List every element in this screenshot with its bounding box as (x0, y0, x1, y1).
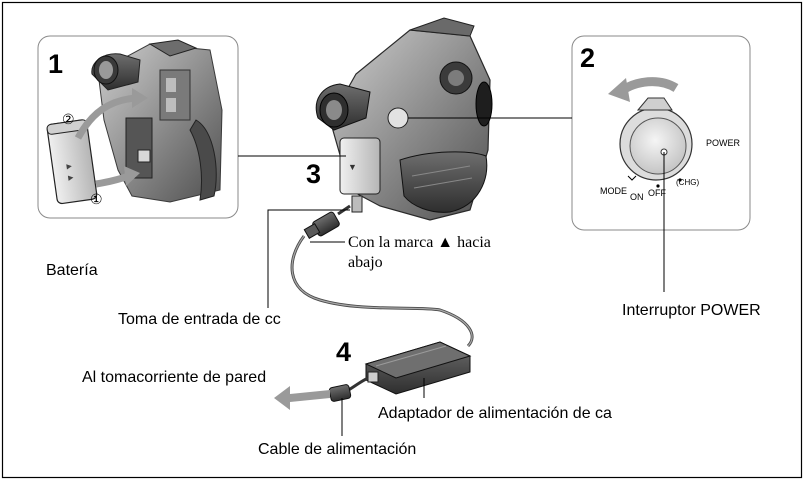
switch-off-text: OFF (648, 188, 666, 198)
svg-text:▲ ▲: ▲ ▲ (64, 161, 77, 183)
battery-insert-illustration: ▲ ▲ (46, 39, 223, 205)
switch-mode-text: MODE (600, 186, 627, 196)
to-wall-arrow (274, 386, 330, 410)
power-switch-illustration (608, 77, 693, 188)
ac-adapter-illustration (364, 341, 472, 395)
step-number-1: 1 (48, 49, 64, 79)
circled-marker-1: ① (90, 191, 103, 207)
leader-toma (267, 209, 350, 308)
ac-plug (328, 384, 352, 402)
dc-input-label: Toma de entrada de cc (118, 311, 281, 328)
switch-chg-text: (CHG) (676, 178, 700, 187)
step-number-2: 2 (580, 43, 596, 73)
svg-text:▼: ▼ (348, 162, 357, 172)
power-cord-label: Cable de alimentación (258, 441, 417, 458)
step-number-4: 4 (336, 337, 352, 367)
circled-marker-2: ② (62, 111, 75, 127)
mark-direction-label-line2: abajo (348, 254, 383, 271)
switch-power-text: POWER (706, 138, 741, 148)
ac-adapter-label: Adaptador de alimentación de ca (378, 405, 612, 422)
step-number-3: 3 (306, 159, 322, 189)
mark-direction-label-line1: Con la marca ▲ hacia (348, 234, 491, 251)
power-switch-label: Interruptor POWER (622, 302, 761, 319)
wall-outlet-label: Al tomacorriente de pared (82, 369, 267, 386)
camcorder-illustration: ▼ (315, 17, 493, 221)
switch-on-text: ON (630, 192, 644, 202)
battery-label: Batería (46, 262, 98, 279)
dc-plug (303, 204, 351, 240)
